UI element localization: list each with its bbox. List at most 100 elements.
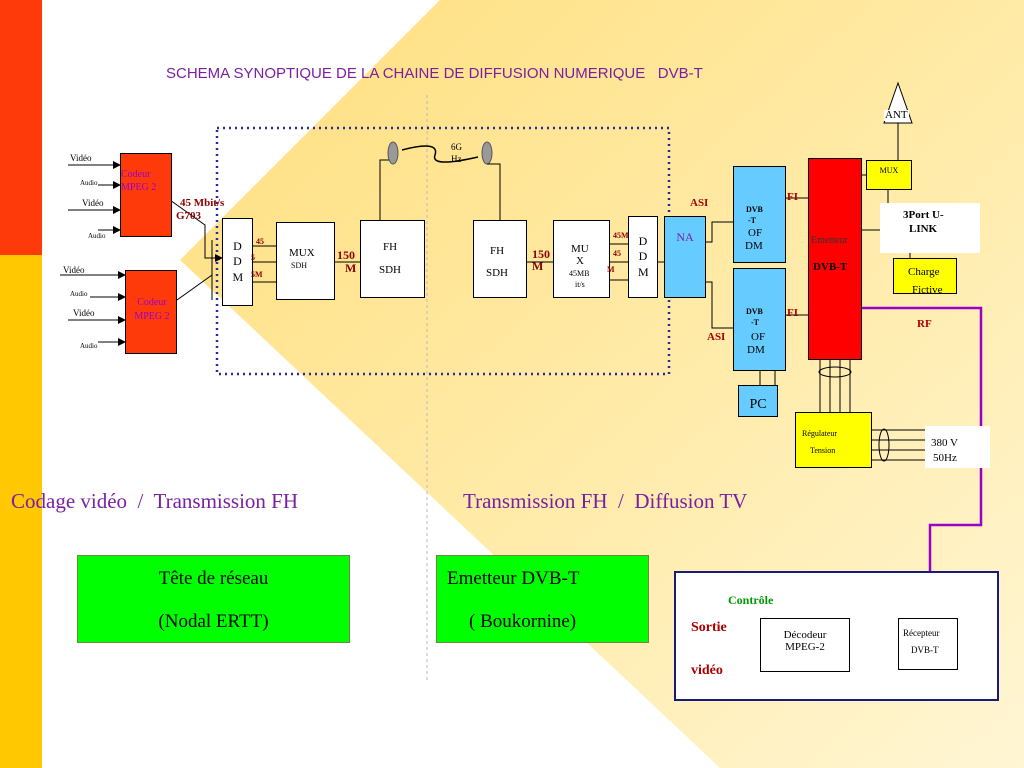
fh-sdh-right-title: FH	[490, 245, 505, 257]
regulator-l2: Tension	[810, 446, 836, 455]
decoder-l1: Décodeur	[783, 629, 827, 641]
power-voltage: 380 V	[931, 437, 958, 449]
control-title: Contrôle	[728, 593, 774, 607]
transmitter-l1: Emetteur DVB-T	[447, 568, 580, 589]
ddm-right-label: D D M	[638, 233, 649, 279]
dvb-top-l1: DVB	[746, 205, 763, 214]
headend-l1: Tête de réseau	[158, 568, 269, 589]
video-output-l1: Sortie	[691, 620, 727, 635]
power-frequency: 50Hz	[933, 452, 957, 464]
mpeg2-decoder: Décodeur MPEG-2	[760, 618, 850, 672]
mux-sdh-left: MUX SDH	[276, 222, 335, 300]
fi-bottom-label: FI	[787, 307, 798, 319]
coder2-input-audio-1: Audio	[70, 290, 88, 298]
fi-top-label: FI	[787, 191, 798, 203]
coder2-input-video-1: Vidéo	[63, 265, 85, 275]
ddm-left-label: D D M	[232, 238, 244, 284]
ddm-left-rate-1: 45	[256, 237, 264, 246]
ddm-left: D D M	[222, 218, 253, 306]
rate-150-left-unit: M	[345, 261, 357, 275]
mux-right-sub: 45MB	[569, 269, 590, 278]
mux-small-label: MUX	[879, 165, 899, 175]
coder-mpeg2-1: Codeur MPEG 2	[120, 153, 172, 237]
mux-sdh-left-title: MUX	[289, 247, 315, 259]
headend-l2: (Nodal ERTT)	[158, 611, 269, 632]
rate-150-right: 150	[532, 247, 550, 261]
coder1-input-audio-1: Audio	[80, 179, 98, 187]
pc-label: PC	[749, 397, 767, 412]
mux-right: MU X 45MB it/s	[553, 220, 610, 298]
rf-label: RF	[917, 318, 932, 330]
antenna-label: ANT	[884, 109, 909, 121]
dummy-load-l1: Charge	[908, 266, 940, 278]
dvb-bottom-l4: DM	[747, 344, 765, 356]
mux-right-sub-2: it/s	[575, 280, 585, 289]
emitter-label-1: Emetteur	[811, 235, 848, 246]
coder2-input-video-2: Vidéo	[73, 308, 95, 318]
rf-feed-line	[862, 306, 983, 615]
coder-mpeg2-2-label: Codeur MPEG 2	[134, 297, 170, 322]
receiver-l1: Récepteur	[903, 628, 940, 638]
headend-box: Tête de réseau (Nodal ERTT)	[77, 555, 350, 643]
voltage-regulator: Régulateur Tension	[795, 412, 872, 468]
mux-right-title-2: X	[576, 255, 584, 267]
coder1-input-audio-2: Audio	[88, 232, 106, 240]
page-title: SCHEMA SYNOPTIQUE DE LA CHAINE DE DIFFUS…	[166, 65, 703, 82]
dvb-t-modulator-bottom: DVB -T OF DM	[733, 268, 786, 371]
fh-sdh-left-title: FH	[383, 241, 398, 253]
network-adapter: NA	[664, 216, 706, 298]
link-standard-label: G703	[176, 210, 202, 222]
dvb-top-l4: DM	[745, 240, 763, 252]
uplink-port-label: 3Port U-	[903, 209, 944, 221]
ddm-right: D D M	[628, 216, 658, 298]
decoder-l2: MPEG-2	[785, 641, 825, 653]
dummy-load: Charge Fictive	[893, 258, 957, 294]
coder1-input-video-1: Vidéo	[70, 153, 92, 163]
dummy-load-l2: Fictive	[912, 284, 943, 294]
dvb-bottom-l3: OF	[751, 331, 766, 343]
microwave-freq: 6G	[451, 142, 462, 152]
rate-150-right-unit: M	[532, 259, 544, 273]
video-output-l2: vidéo	[691, 663, 723, 678]
coder1-input-video-2: Vidéo	[82, 198, 104, 208]
section-label-left: Codage vidéo / Transmission FH	[11, 489, 299, 513]
uplink-link-label: LINK	[909, 223, 938, 235]
asi-bottom-label: ASI	[707, 331, 726, 343]
emitter-dvb-t: Emetteur DVB-T	[808, 158, 862, 360]
coder2-input-audio-2: Audio	[80, 342, 98, 350]
uplink-label-bg	[880, 203, 980, 253]
ddm-right-rate-3: M	[607, 265, 615, 274]
rate-150-left: 150	[337, 248, 355, 262]
mux-sdh-left-sub: SDH	[291, 261, 308, 270]
dvb-top-l3: OF	[748, 227, 763, 239]
asi-top-label: ASI	[690, 197, 709, 209]
power-label-bg	[925, 426, 990, 468]
mux-right-title: MU	[571, 243, 589, 255]
transmitter-l2: ( Boukornine)	[469, 611, 577, 632]
section-label-right: Transmission FH / Diffusion TV	[463, 489, 748, 513]
receiver-l2: DVB-T	[911, 645, 939, 655]
ddm-right-rate-1: 45M	[613, 231, 629, 240]
coder-mpeg2-2: Codeur MPEG 2	[125, 270, 177, 354]
regulator-l1: Régulateur	[802, 429, 838, 438]
dvb-t-modulator-top: DVB -T OF DM	[733, 166, 786, 263]
microwave-unit: Hz	[451, 154, 462, 164]
left-bar-top	[0, 0, 42, 255]
dvb-bottom-l1: DVB	[746, 307, 763, 316]
dvb-t-receiver: Récepteur DVB-T	[898, 618, 958, 670]
dvb-top-l2: -T	[748, 216, 756, 225]
fh-sdh-right: FH SDH	[473, 220, 527, 298]
fh-sdh-right-sub: SDH	[486, 267, 509, 279]
pc-box: PC	[738, 385, 778, 417]
ddm-left-rate-3: 5M	[251, 270, 263, 279]
link-rate-label: 45 Mbit/s	[180, 197, 225, 209]
left-bar-bottom	[0, 255, 42, 768]
fh-sdh-left-sub: SDH	[379, 264, 402, 276]
dvb-bottom-l2: -T	[751, 318, 759, 327]
fh-link-frame	[215, 126, 671, 376]
ddm-left-rate-2: 5	[251, 253, 255, 262]
network-adapter-label: NA	[676, 229, 694, 244]
fh-sdh-left: FH SDH	[360, 220, 425, 298]
mux-small: MUX	[866, 160, 912, 190]
ddm-right-rate-2: 45	[613, 249, 621, 258]
